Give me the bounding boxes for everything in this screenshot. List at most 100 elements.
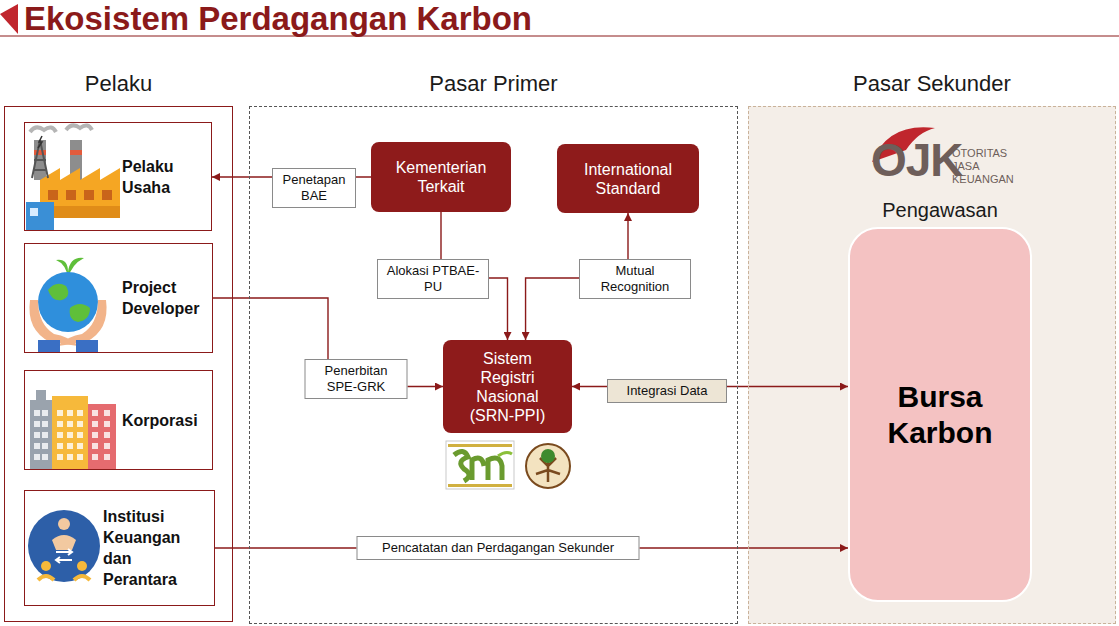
illustration-part bbox=[57, 454, 63, 460]
illustration-part bbox=[104, 432, 110, 438]
illustration-part bbox=[26, 202, 54, 230]
illustration-part bbox=[498, 452, 512, 456]
illustration-part bbox=[34, 410, 110, 460]
edge-label: Alokasi PTBAE-PU bbox=[377, 259, 489, 299]
illustration-part bbox=[34, 443, 40, 449]
illustration-part bbox=[57, 410, 63, 416]
people-icon bbox=[28, 510, 100, 582]
illustration-part bbox=[36, 390, 46, 400]
illustration-part bbox=[34, 432, 40, 438]
node-text: Project Developer bbox=[122, 277, 212, 319]
illustration-part bbox=[34, 410, 40, 416]
illustration-part bbox=[41, 561, 51, 571]
section-label: Pengawasan bbox=[882, 199, 998, 222]
illustration-part bbox=[77, 432, 83, 438]
logo-text: OJK bbox=[871, 133, 963, 187]
illustration-part bbox=[102, 190, 112, 200]
illustration-part bbox=[52, 535, 76, 550]
illustration-part bbox=[42, 410, 48, 416]
node-text: Institusi Keuangan dan Perantara bbox=[103, 506, 195, 590]
edge-label: Penetapan BAE bbox=[272, 168, 356, 208]
illustration-part bbox=[77, 561, 87, 571]
earth-hands-icon bbox=[29, 258, 106, 352]
process-box: International Standard bbox=[557, 144, 699, 213]
illustration-part bbox=[104, 454, 110, 460]
illustration-part bbox=[52, 396, 88, 470]
node-text: Korporasi bbox=[122, 410, 212, 431]
illustration-part bbox=[42, 454, 48, 460]
column-heading: Pasar Sekunder bbox=[749, 71, 1115, 97]
exchange-box: Bursa Karbon bbox=[848, 227, 1032, 602]
illustration-part bbox=[58, 300, 107, 346]
illustration-part bbox=[38, 340, 60, 352]
buildings-icon bbox=[30, 390, 116, 470]
process-box: Kementerian Terkait bbox=[371, 142, 511, 212]
illustration-part bbox=[48, 190, 58, 200]
diagram-title: Ekosistem Perdagangan Karbon bbox=[24, 0, 532, 38]
illustration-part bbox=[30, 127, 56, 132]
illustration-part bbox=[57, 443, 63, 449]
illustration-part bbox=[541, 449, 555, 463]
edge-label: Integrasi Data bbox=[607, 379, 727, 403]
illustration-part bbox=[70, 304, 90, 322]
column-heading: Pasar Primer bbox=[250, 71, 737, 97]
illustration-part bbox=[70, 150, 82, 155]
node-text: International Standard bbox=[571, 160, 685, 198]
node-text: Bursa Karbon bbox=[865, 379, 1015, 451]
illustration-part bbox=[0, 4, 18, 34]
logo-caption: JASA bbox=[952, 160, 980, 172]
illustration-part bbox=[104, 443, 110, 449]
illustration-part bbox=[104, 410, 110, 416]
illustration-part bbox=[30, 208, 38, 216]
illustration-part bbox=[88, 404, 116, 470]
illustration-part bbox=[77, 443, 83, 449]
illustration-part bbox=[66, 125, 92, 130]
illustration-part bbox=[77, 421, 83, 427]
illustration-part bbox=[67, 454, 73, 460]
process-box: Sistem Registri Nasional (SRN-PPI) bbox=[443, 340, 572, 433]
srn-logo bbox=[446, 441, 514, 489]
illustration-part bbox=[34, 454, 40, 460]
illustration-part bbox=[42, 421, 48, 427]
illustration-part bbox=[84, 190, 94, 200]
illustration-part bbox=[77, 410, 83, 416]
actor-box: Korporasi bbox=[24, 370, 213, 470]
edge-label: Mutual Recognition bbox=[579, 259, 691, 299]
illustration-part bbox=[104, 421, 110, 427]
illustration-part bbox=[454, 451, 469, 481]
illustration-part bbox=[38, 576, 90, 580]
illustration-part bbox=[748, 106, 1116, 624]
illustration-part bbox=[77, 454, 83, 460]
illustration-part bbox=[67, 432, 73, 438]
actor-box: Pelaku Usaha bbox=[24, 122, 212, 231]
illustration-part bbox=[92, 410, 98, 416]
illustration-part bbox=[67, 421, 73, 427]
illustration-part bbox=[56, 549, 72, 563]
illustration-part bbox=[92, 432, 98, 438]
illustration-part bbox=[472, 458, 502, 480]
klhk-logo bbox=[526, 444, 570, 488]
illustration-part bbox=[67, 410, 73, 416]
column-heading: Pelaku bbox=[5, 71, 232, 97]
group-panel: PelakuPelaku UsahaProject DeveloperKorpo… bbox=[4, 106, 233, 622]
edge-label: Penerbitan SPE-GRK bbox=[305, 359, 408, 399]
actor-box: Project Developer bbox=[24, 243, 213, 353]
illustration-part bbox=[526, 444, 570, 488]
illustration-part bbox=[446, 441, 514, 489]
illustration-part bbox=[58, 518, 70, 530]
actor-box: Institusi Keuangan dan Perantara bbox=[24, 490, 215, 606]
illustration-part bbox=[34, 421, 40, 427]
illustration-part bbox=[30, 400, 52, 470]
illustration-part bbox=[38, 136, 42, 148]
illustration-part bbox=[92, 454, 98, 460]
factory-icon bbox=[26, 125, 120, 230]
illustration-part bbox=[34, 150, 46, 155]
illustration-part bbox=[67, 443, 73, 449]
illustration-part bbox=[448, 484, 512, 487]
logo-caption: KEUANGAN bbox=[952, 173, 1014, 185]
illustration-part bbox=[57, 421, 63, 427]
edge-label: Pencatatan dan Perdagangan Sekunder bbox=[357, 536, 640, 560]
illustration-part bbox=[28, 510, 100, 582]
illustration-part bbox=[66, 190, 76, 200]
